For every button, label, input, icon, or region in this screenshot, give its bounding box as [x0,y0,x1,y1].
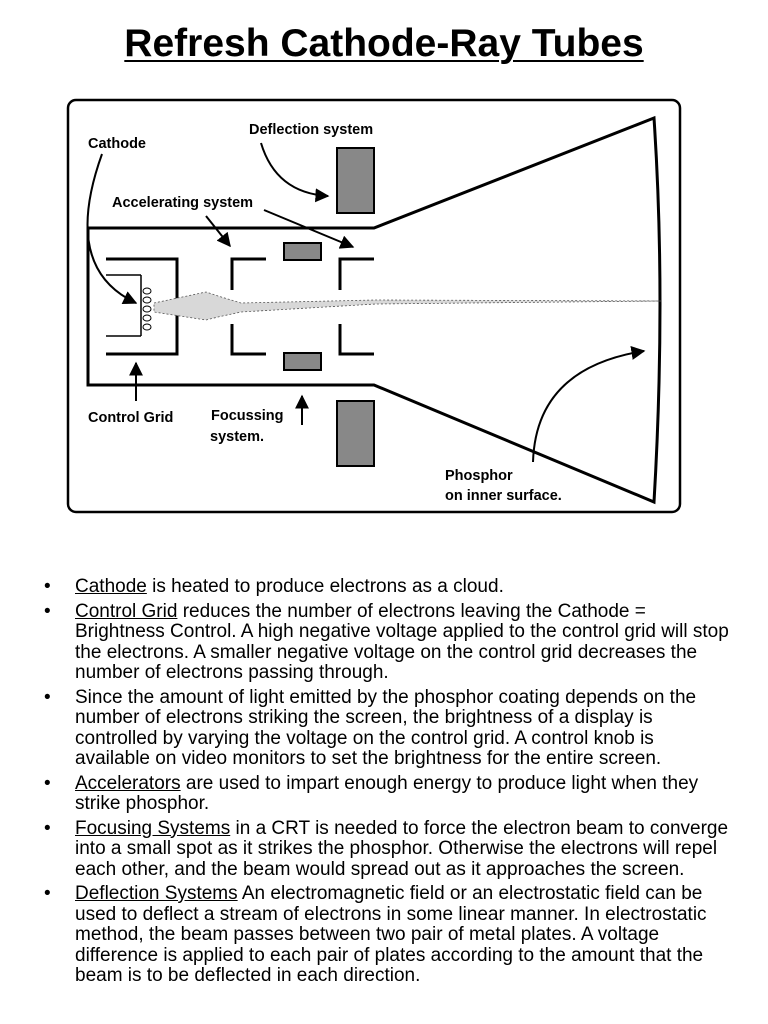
label-focussing-system: system. [210,429,264,445]
bullet-text: reduces the number of electrons leaving … [75,600,729,683]
deflection-plate-bottom [336,400,375,467]
focusing-plate-top [283,242,322,261]
accelerating-arrow-2 [263,209,355,249]
cathode-arrow [86,153,138,305]
accelerator-plate-1-bottom [230,324,266,356]
bullet-term: Focusing Systems [75,817,231,839]
tube-outline [86,115,662,505]
list-item: Focusing Systems in a CRT is needed to f… [44,817,734,881]
list-item: Deflection Systems An electromagnetic fi… [44,883,734,987]
deflection-plate-top [336,147,375,214]
bullet-term: Deflection Systems [75,883,238,904]
bullet-term: Cathode [75,576,147,597]
label-accelerating-system: Accelerating system [112,195,253,211]
list-item: Accelerators are used to impart enough e… [44,772,734,815]
list-item: Control Grid reduces the number of elect… [44,600,734,684]
cathode-element [106,274,152,337]
label-phosphor-surface: on inner surface. [445,488,562,504]
accelerator-plate-2-bottom [338,324,374,356]
label-phosphor: Phosphor [445,468,513,484]
bullet-list: Cathode is heated to produce electrons a… [44,576,734,991]
bullet-text: An electromagnetic field or an electrost… [75,883,707,986]
label-cathode: Cathode [88,136,146,152]
phosphor-arrow [532,346,646,463]
crt-diagram: Cathode Deflection system Accelerating s… [66,98,682,514]
focusing-plate-bottom [283,352,322,371]
page-title: Refresh Cathode-Ray Tubes [124,22,644,65]
accelerator-plate-2-top [338,257,374,290]
label-focussing: Focussing [211,408,284,424]
label-control-grid: Control Grid [88,410,173,426]
electron-beam [153,291,662,321]
deflection-arrow [260,142,330,203]
list-item: Cathode is heated to produce electrons a… [44,576,734,598]
bullet-text: Since the amount of light emitted by the… [75,686,697,769]
bullet-text: is heated to produce electrons as a clou… [146,576,504,597]
label-deflection-system: Deflection system [249,122,373,138]
list-item: Since the amount of light emitted by the… [44,686,734,770]
bullet-term: Control Grid [75,600,178,622]
accelerating-arrow-1 [205,215,231,248]
bullet-text: in a CRT is needed to force the electron… [75,817,729,880]
diagram-frame [66,98,682,514]
accelerator-plate-1-top [230,257,266,290]
bullet-term: Accelerators [75,772,181,794]
bullet-text: are used to impart enough energy to prod… [75,772,699,814]
